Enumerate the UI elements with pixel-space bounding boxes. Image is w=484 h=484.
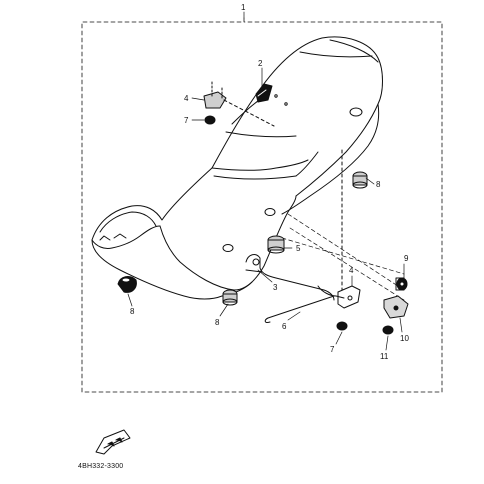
callout-8-tail: 8: [130, 307, 135, 316]
seat-hinge-bracket: [245, 254, 335, 301]
callout-6: 6: [282, 322, 287, 331]
key-cylinder: [395, 277, 408, 291]
nut-upper: [204, 115, 216, 125]
leader-lines: [127, 11, 405, 351]
callout-2: 2: [258, 59, 263, 68]
front-bracket: [203, 81, 275, 127]
callout-8-right: 8: [376, 180, 381, 189]
seat-lock-rod: [264, 285, 345, 323]
callout-3: 3: [273, 283, 278, 292]
front-direction-icon: [95, 429, 131, 455]
nut-lower: [336, 321, 348, 331]
damper-tab: [255, 83, 273, 103]
assembly-boundary: [81, 17, 443, 393]
callout-1: 1: [241, 3, 246, 12]
damper-center: [267, 235, 285, 254]
callout-10: 10: [400, 334, 409, 343]
callout-11: 11: [380, 352, 389, 361]
drawing-number: 4BH332-3300: [78, 463, 124, 470]
callout-9: 9: [404, 254, 409, 263]
damper-rear-right: [352, 171, 368, 189]
seat-body: [91, 36, 383, 300]
damper-lower: [222, 289, 238, 306]
callout-4-upper: 4: [184, 94, 189, 103]
damper-tail: [117, 276, 137, 293]
callout-7-lower: 7: [330, 345, 335, 354]
callout-8-lower: 8: [215, 318, 220, 327]
lock-cover: [383, 295, 409, 319]
callout-5: 5: [296, 244, 301, 253]
callout-4-lower: 4: [349, 266, 354, 275]
nut-lock: [382, 325, 394, 335]
callout-7-upper: 7: [184, 116, 189, 125]
